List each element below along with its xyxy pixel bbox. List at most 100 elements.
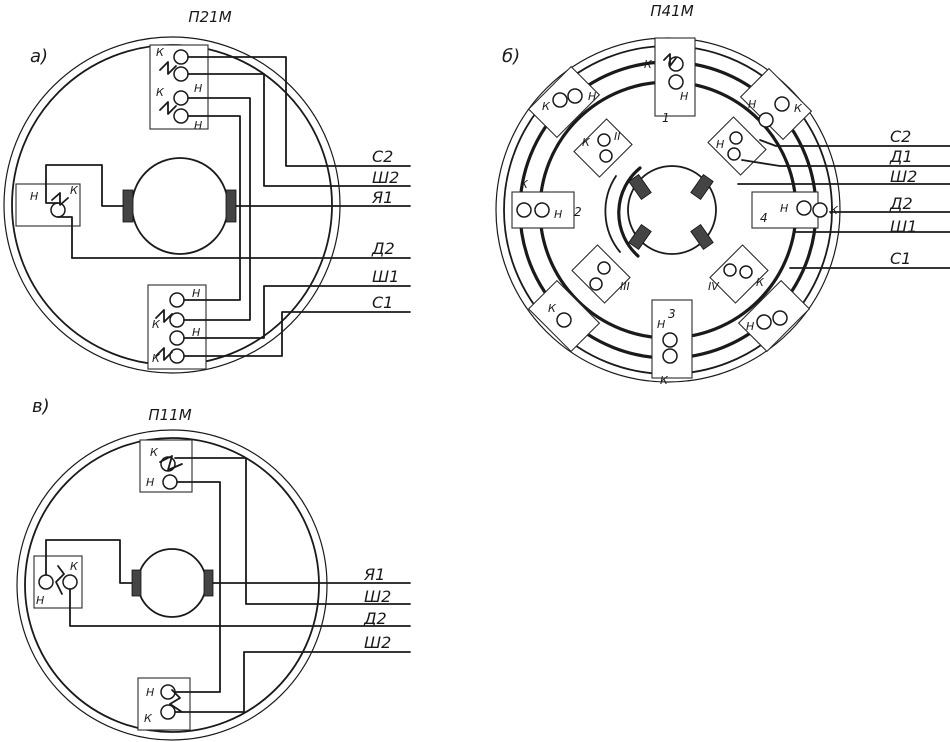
interpole-number: II [614,130,621,143]
label-n: Н [748,98,756,111]
terminal-p41m-ip4b [739,265,753,279]
terminal-p41m-2a [516,202,532,218]
wire-p21m-link1 [183,97,251,321]
wire-label: Я1 [363,565,385,584]
label-k: К [156,86,165,99]
terminal-p41m-ipnea [729,131,743,145]
label-k: К [660,374,669,387]
terminal-p41m-se2 [772,310,788,326]
terminal-p41m-ip3b [589,277,603,291]
wire-label: Ш2 [372,168,399,187]
stator-ring-p11m [24,437,320,733]
terminal-p21m-t4 [173,108,189,124]
terminal-p11m-l1 [38,574,54,590]
wire-p11m-left-brush [45,539,133,584]
terminal-p41m-4b [812,202,828,218]
wire-p11m-d2 [69,588,411,627]
terminal-p41m-4a [796,200,812,216]
terminal-p41m-3b [662,348,678,364]
terminal-p41m-se1 [756,314,772,330]
label-n: Н [680,90,688,103]
terminal-p41m-nw1 [552,92,568,108]
terminal-p21m-b1 [169,292,185,308]
terminal-p11m-t2 [162,474,178,490]
interpole-number: IV [708,280,720,293]
label-n: Н [194,119,202,132]
terminal-p21m-t3 [173,90,189,106]
brush-p41m-3 [628,223,652,251]
coil-p21m-left [51,192,69,206]
terminal-p41m-ne2 [758,112,774,128]
label-k: К [70,560,79,573]
bus-arc-left-p41m [617,166,642,258]
pole-3-p41m [651,299,693,379]
pole-number: 4 [760,211,768,225]
brush-left-p21m [122,189,134,223]
title-p41m: П41М [650,2,693,20]
terminal-p41m-ne1 [774,96,790,112]
terminal-p41m-sw1 [556,312,572,328]
coil-p21m-bot1 [155,309,173,323]
coil-p21m-bot2 [155,347,173,361]
wire-p21m-link2 [183,115,241,301]
label-k: К [794,102,803,115]
interpole-4-p41m [709,244,769,304]
outer-ring-p21m [3,36,341,374]
terminal-p11m-b2 [160,704,176,720]
wire-label: Д1 [889,147,913,166]
wire-p11m-sh2a [174,457,411,605]
label-k: К [144,712,153,725]
wire-p41m-d1 [741,159,950,167]
wire-p21m-sh2 [187,73,411,187]
terminal-p21m-t2 [173,66,189,82]
outer-ring-p11m [16,429,328,741]
interpole-number: III [620,280,630,293]
label-n: Н [588,90,596,103]
terminal-p21m-b4 [169,348,185,364]
label-n: Н [716,138,724,151]
wire-label: С2 [372,147,393,166]
label-k: К [520,178,529,191]
terminal-p21m-l1 [50,202,66,218]
wire-label: Ш2 [890,167,917,186]
brush-right-p11m [203,569,214,597]
label-k: К [152,352,161,365]
brush-right-p21m [225,189,237,223]
label-n: Н [30,190,38,203]
brush-p41m-1 [628,173,652,201]
label-k: К [70,184,79,197]
wire-p21m-c2 [187,56,411,167]
label-k: К [548,302,557,315]
terminal-p41m-3a [662,332,678,348]
pole-left-p21m [15,183,81,227]
terminal-p41m-ipneb [727,147,741,161]
terminal-p41m-ip3a [597,261,611,275]
wire-label: Я1 [371,188,393,207]
coil-p11m-left [55,565,65,595]
pole-number: 1 [662,111,670,125]
diagram-p11m: П11М в) К Н Н К Н К Я1 Ш2 Д2 Ш2 [16,396,411,741]
bus-arc-left2-p41m [604,175,621,253]
wire-label: Д2 [371,239,395,258]
label-n: Н [657,318,665,331]
title-p21m: П21М [188,8,231,26]
wire-p11m-sh2b [174,651,411,713]
diagram-p21m: П21М а) К К Н Н Н К Н К Н [3,8,411,374]
wire-label: Ш2 [364,587,391,606]
wire-p41m-c2 [759,139,950,147]
wire-p21m-left-out [57,216,73,259]
label-k: К [156,46,165,59]
armature-p41m [627,165,717,255]
wire-label: Д2 [889,194,913,213]
wire-p11m-link [174,481,221,693]
terminal-p21m-b3 [169,330,185,346]
terminal-p41m-1b [668,74,684,90]
label-k: К [150,446,159,459]
terminal-p41m-ip2a [597,133,611,147]
diagram-p41m: П41М б) К Н 1 К Н 2 Н К 3 [495,2,950,387]
wire-p21m-left-brush [45,164,124,207]
label-n: Н [146,686,154,699]
pole-number: 3 [668,307,676,321]
coil-p21m-top1 [159,61,177,75]
